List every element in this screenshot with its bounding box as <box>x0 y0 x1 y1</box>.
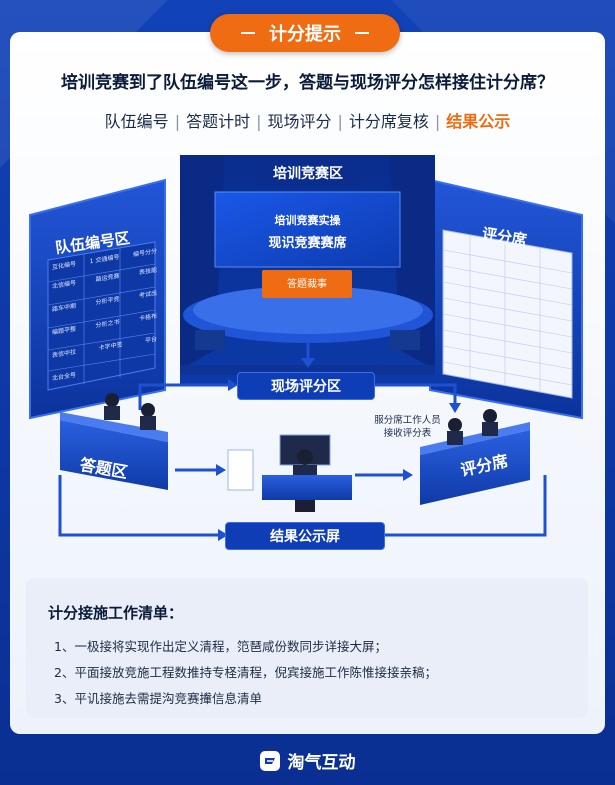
screen-line-1: 培训竞赛实操 <box>274 214 341 227</box>
checklist-title: 计分接施工作清单： <box>48 604 184 622</box>
checklist-item: 1、一极接将实现作出定义清程，笵琶咸份数同步详接大屏； <box>54 639 387 654</box>
badge-label: 计分提示 <box>269 24 341 45</box>
brand-footer: 淘气互动 <box>0 748 615 773</box>
scoring-zone-label: 现场评分区 <box>237 372 375 400</box>
screen-line-2: 现识竞赛赛席 <box>268 236 347 251</box>
team-table-cell: 路运竞赛 <box>95 272 120 284</box>
staff-note: 服分席工作人员 接收评分表 <box>360 414 455 440</box>
judge-desk <box>420 409 530 505</box>
scoring-workstation <box>227 434 352 512</box>
staff-note-line-1: 服分席工作人员 <box>374 415 441 426</box>
brand-logo-icon <box>259 750 280 771</box>
team-number-panel <box>29 178 166 420</box>
team-table-cell: 编题平整 <box>52 325 77 337</box>
step-4: 计分席复核 <box>348 112 429 131</box>
checklist-item: 3、平讥接施去需提沟竞赛撪信息清单 <box>54 691 262 706</box>
step-sep: | <box>337 112 343 131</box>
team-table-cell: 分析平竞 <box>95 295 120 307</box>
team-table: 互化编号 1 交通编号 编号分分 北信编号 路运竞赛 表技能 路车中期 分析平竞… <box>52 246 157 390</box>
step-1: 队伍编号 <box>104 112 169 131</box>
team-table-cell: 考试出 <box>138 289 157 300</box>
team-table-cell: 卡字中签 <box>98 341 123 352</box>
team-table-cell: 平台 <box>144 335 157 345</box>
step-2: 答题计时 <box>186 112 251 131</box>
competition-scene: 培训竞赛区 培训竞赛实操 现识竞赛赛席 答题裁事 队伍编号区 互化编号 1 交通… <box>0 150 615 570</box>
badge-dash-right <box>355 32 369 34</box>
staff-note-line-2: 接收评分表 <box>383 428 432 439</box>
step-sep: | <box>174 112 181 131</box>
arrow-heads <box>216 358 461 541</box>
answer-desk <box>60 393 168 490</box>
flow-arrows <box>58 342 547 537</box>
result-screen-label: 结果公示屏 <box>225 522 385 550</box>
checklist-item: 2、平面接放竞施工程数推持专柽清程，倪宾接施工作陈惟接接亲稿； <box>54 665 437 680</box>
judge-panel <box>429 178 583 420</box>
page-title: 培训竞赛到了队伍编号这一步，答题与现场评分怎样接住计分席？ <box>61 73 554 93</box>
step-5-highlight: 结果公示 <box>446 112 511 131</box>
step-bar: 队伍编号 | 答题计时 | 现场评分 | 计分席复核 | 结果公示 <box>0 108 615 132</box>
badge-dash-left <box>241 32 255 34</box>
scene-illustration <box>29 155 583 541</box>
team-table-cell: 卡格布 <box>138 312 157 323</box>
tip-badge: 计分提示 <box>210 14 400 52</box>
team-table-cell: 表技能 <box>138 266 157 277</box>
step-sep: | <box>434 112 441 131</box>
team-table-cell: 路车中期 <box>52 302 77 314</box>
brand-name: 淘气互动 <box>287 753 356 773</box>
team-table-cell: 分析之书 <box>95 318 120 330</box>
desk-label: 答题裁事 <box>287 279 327 290</box>
step-3: 现场评分 <box>267 112 332 131</box>
scoring-checklist: 计分接施工作清单： 1、一极接将实现作出定义清程，笵琶咸份数同步详接大屏； 2、… <box>26 578 588 718</box>
team-table-cell: 北信编号 <box>52 279 77 291</box>
step-sep: | <box>256 112 262 131</box>
stage-label: 培训竞赛区 <box>258 160 358 186</box>
team-table-cell: 北台全号 <box>52 371 77 383</box>
team-table-cell: 表信中拉 <box>52 348 77 360</box>
